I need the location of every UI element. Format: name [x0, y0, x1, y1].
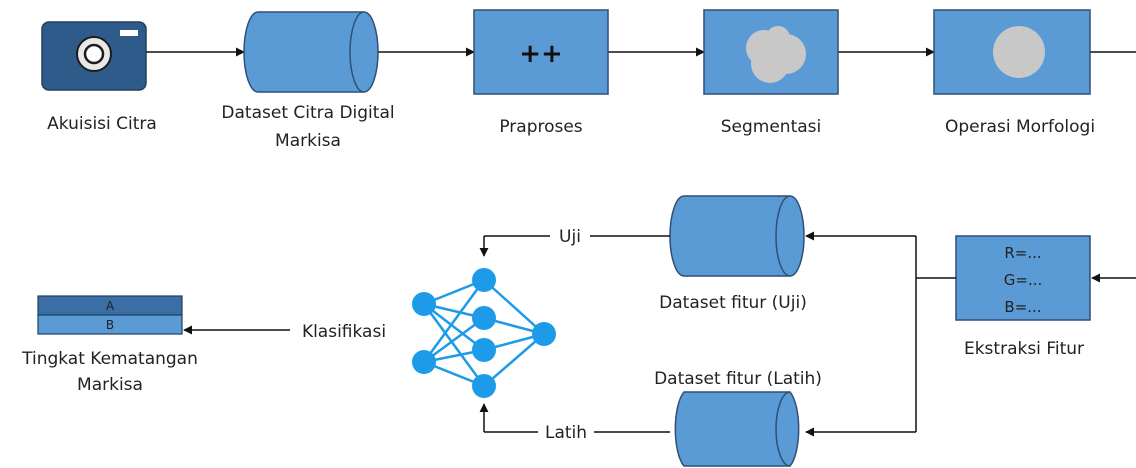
- label-akuisisi: Akuisisi Citra: [47, 114, 157, 134]
- edge-label-latih: Latih: [545, 423, 587, 443]
- camera-icon: [41, 21, 147, 91]
- edge-label-uji: Uji: [559, 227, 581, 247]
- neural-network-icon: [412, 268, 556, 398]
- label-ekstraksi: Ekstraksi Fitur: [964, 339, 1084, 359]
- label-segmentasi: Segmentasi: [721, 117, 822, 137]
- praproses-symbol: ++: [519, 39, 563, 69]
- label-morfologi: Operasi Morfologi: [945, 117, 1095, 137]
- label-dataset-line1: Dataset Citra Digital: [221, 103, 394, 123]
- label-dataset-uji: Dataset fitur (Uji): [659, 293, 807, 313]
- label-result-line1: Tingkat Kematangan: [21, 349, 198, 369]
- label-dataset-line2: Markisa: [275, 131, 341, 151]
- label-result-line2: Markisa: [77, 375, 143, 395]
- label-praproses: Praproses: [499, 117, 582, 137]
- edge-label-klasifikasi: Klasifikasi: [302, 322, 386, 342]
- label-dataset-latih: Dataset fitur (Latih): [654, 369, 822, 389]
- praproses-box: [473, 9, 609, 95]
- feature-r: R=...: [1004, 244, 1041, 262]
- feature-g: G=...: [1004, 271, 1043, 289]
- ekstraksi-fitur-box: [955, 235, 1091, 321]
- dataset-latih-cylinder: [674, 391, 800, 467]
- morphology-circle-icon: [993, 26, 1045, 78]
- result-bar-b: [37, 314, 183, 335]
- result-bar-b-label: B: [106, 318, 114, 332]
- result-bar-a-label: A: [106, 299, 115, 313]
- feature-b: B=...: [1004, 298, 1041, 316]
- dataset-uji-cylinder: [669, 195, 805, 277]
- segmented-blob-icon: [746, 26, 806, 83]
- dataset-citra-cylinder: [243, 11, 379, 93]
- morfologi-box: [933, 9, 1091, 95]
